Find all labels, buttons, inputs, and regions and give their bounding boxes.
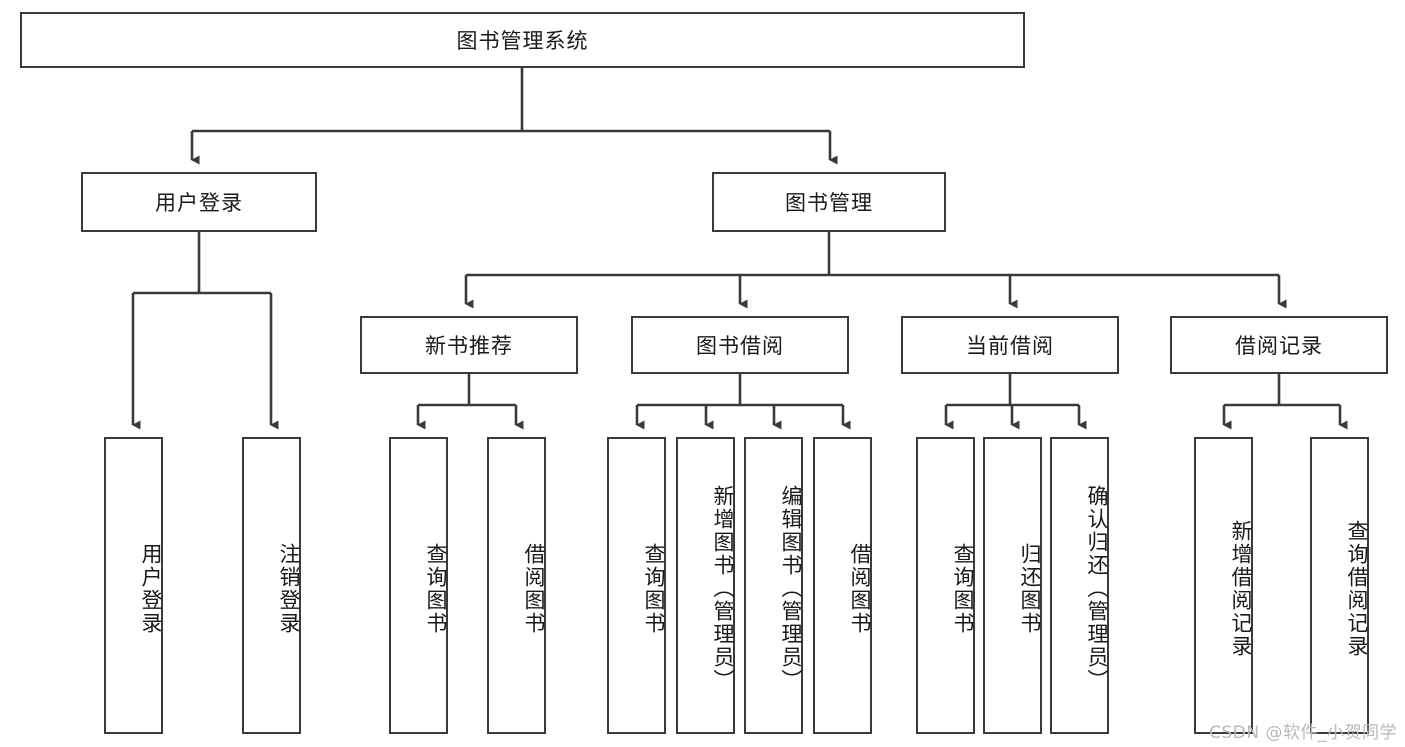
node-current-borrow[interactable]: 当前借阅 (901, 316, 1119, 374)
node-borrow-record[interactable]: 借阅记录 (1170, 316, 1388, 374)
leaf-new-book-borrow[interactable]: 借阅图书 (487, 437, 546, 734)
leaf-new-book-query[interactable]: 查询图书 (389, 437, 448, 734)
csdn-watermark: CSDN @软件_小贺同学 (1209, 723, 1397, 743)
leaf-book-borrow-edit[interactable]: 编辑图书（管理员） (744, 437, 803, 734)
node-label: 查询借阅记录 (1345, 519, 1369, 658)
leaf-current-borrow-confirm-return[interactable]: 确认归还（管理员） (1050, 437, 1109, 734)
node-label: 借阅记录 (1235, 334, 1323, 358)
node-label: 确认归还（管理员） (1085, 485, 1109, 692)
node-new-book-recommend[interactable]: 新书推荐 (360, 316, 578, 374)
leaf-book-borrow-borrow[interactable]: 借阅图书 (813, 437, 872, 734)
node-label: 用户登录 (155, 191, 243, 215)
node-label: 图书管理系统 (456, 29, 589, 53)
node-label: 查询图书 (951, 542, 975, 635)
leaf-borrow-record-query[interactable]: 查询借阅记录 (1310, 437, 1369, 734)
node-label: 当前借阅 (966, 334, 1054, 358)
node-label: 新增图书（管理员） (711, 485, 735, 692)
node-label: 借阅图书 (848, 542, 872, 635)
node-label: 新书推荐 (425, 334, 513, 358)
node-label: 图书借阅 (696, 334, 784, 358)
node-root-system[interactable]: 图书管理系统 (20, 12, 1025, 68)
node-label: 借阅图书 (522, 542, 546, 635)
leaf-user-login-logout[interactable]: 注销登录 (242, 437, 301, 734)
node-label: 编辑图书（管理员） (779, 485, 803, 692)
node-label: 新增借阅记录 (1229, 519, 1253, 658)
node-label: 查询图书 (642, 542, 666, 635)
leaf-current-borrow-query[interactable]: 查询图书 (916, 437, 975, 734)
node-label: 图书管理 (785, 191, 873, 215)
leaf-book-borrow-add[interactable]: 新增图书（管理员） (676, 437, 735, 734)
node-book-management[interactable]: 图书管理 (712, 172, 946, 232)
node-label: 查询图书 (424, 542, 448, 635)
node-label: 用户登录 (139, 542, 163, 635)
leaf-user-login-login[interactable]: 用户登录 (104, 437, 163, 734)
leaf-book-borrow-query[interactable]: 查询图书 (607, 437, 666, 734)
node-label: 注销登录 (277, 542, 301, 635)
leaf-borrow-record-add[interactable]: 新增借阅记录 (1194, 437, 1253, 734)
node-user-login[interactable]: 用户登录 (81, 172, 317, 232)
node-book-borrow[interactable]: 图书借阅 (631, 316, 849, 374)
node-label: 归还图书 (1018, 542, 1042, 635)
leaf-current-borrow-return[interactable]: 归还图书 (983, 437, 1042, 734)
